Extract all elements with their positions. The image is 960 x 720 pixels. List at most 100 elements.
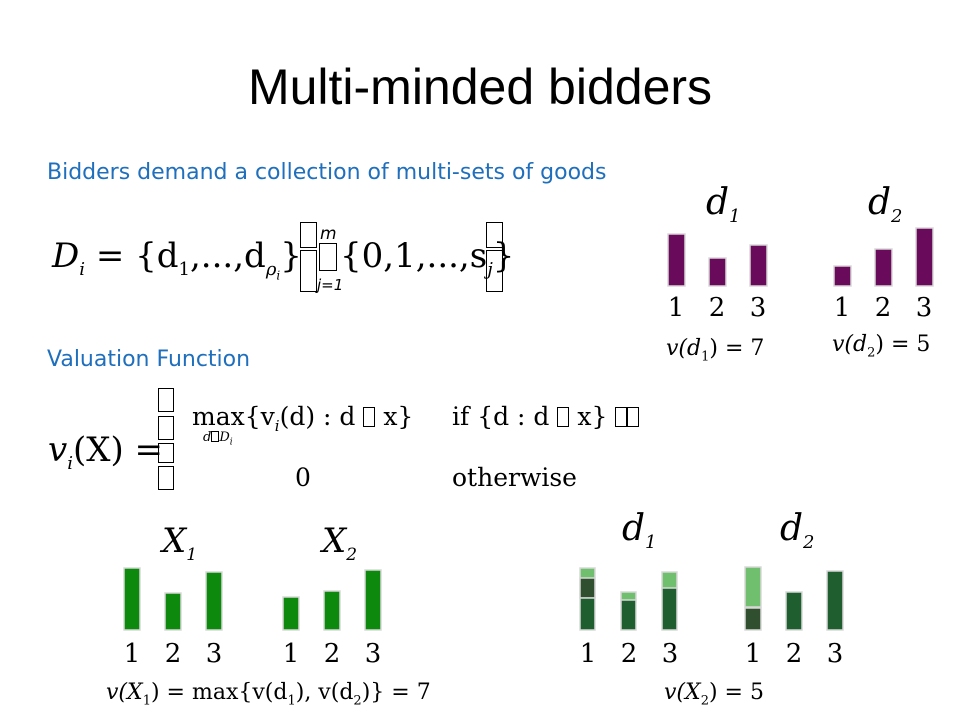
purple-label-d2: d2 bbox=[868, 182, 903, 227]
formula-under-D: D bbox=[219, 430, 230, 445]
formula-d-dots: ,...,d bbox=[190, 236, 266, 276]
green-tick-4: 1 bbox=[283, 639, 300, 669]
purple-value-d2: v(d2) = 5 bbox=[832, 332, 930, 360]
missing-glyph-icon bbox=[615, 407, 628, 427]
overlay-value-formula: v(X2) = 5 bbox=[664, 680, 764, 708]
purple-tick-6: 3 bbox=[916, 293, 933, 323]
green-label-x1-sub: 1 bbox=[186, 544, 198, 565]
missing-glyph-icon bbox=[158, 466, 174, 490]
formula-set-sub: j bbox=[487, 258, 493, 280]
overlay-label-d1: d1 bbox=[622, 508, 657, 553]
overlay-tick-2: 2 bbox=[621, 639, 638, 669]
green-label-x2-sub: 2 bbox=[346, 544, 358, 565]
overlay-label-d1-sub: 1 bbox=[645, 532, 657, 554]
bullet-demand: Bidders demand a collection of multi-set… bbox=[47, 160, 607, 185]
green-bar-5 bbox=[323, 590, 341, 631]
purple-label-d2-sub: 2 bbox=[891, 206, 903, 228]
formula-zero: 0 bbox=[295, 463, 311, 492]
overlay-bar-1-dark bbox=[579, 577, 596, 599]
green-bar-6 bbox=[364, 569, 382, 631]
missing-glyph-icon bbox=[158, 416, 174, 440]
green-label-x1: X1 bbox=[162, 521, 197, 565]
formula-max-rest: (d) : d bbox=[279, 402, 356, 431]
formula-set-text: {0,1,...,s bbox=[340, 236, 488, 276]
slide-title: Multi-minded bidders bbox=[247, 59, 713, 115]
formula-max-sub: i bbox=[274, 417, 280, 435]
overlay-value-sub: 2 bbox=[700, 693, 709, 709]
green-value-tail: )} = 7 bbox=[361, 680, 431, 705]
overlay-tick-5: 2 bbox=[786, 639, 803, 669]
purple-value-d1-tail: ) = 7 bbox=[709, 336, 765, 361]
overlay-bar-5-base bbox=[785, 591, 803, 631]
green-tick-6: 3 bbox=[365, 639, 382, 669]
purple-tick-2: 2 bbox=[709, 293, 726, 323]
overlay-value-lhs: v(X bbox=[664, 680, 701, 705]
purple-value-d1: v(d1) = 7 bbox=[666, 336, 764, 364]
overlay-bar-4-top bbox=[744, 566, 762, 608]
green-value-mid: ) = max{v(d bbox=[150, 680, 288, 705]
overlay-label-d1-text: d bbox=[622, 508, 646, 549]
purple-label-d1-sub: 1 bbox=[729, 206, 741, 228]
purple-value-d2-sub: 2 bbox=[867, 345, 876, 361]
product-sup: m bbox=[320, 224, 337, 244]
purple-label-d1: d1 bbox=[706, 182, 741, 227]
overlay-value-tail: ) = 5 bbox=[708, 680, 764, 705]
purple-value-d1-sub: 1 bbox=[701, 349, 710, 365]
overlay-bar-6-base bbox=[826, 570, 844, 631]
formula-v-lhs-sub: i bbox=[67, 452, 73, 474]
green-label-x2-text: X bbox=[322, 521, 347, 561]
missing-glyph-icon bbox=[300, 250, 317, 292]
formula-valuation-if: if {d : d x} bbox=[452, 402, 640, 431]
overlay-bar-1-base bbox=[579, 597, 596, 631]
green-value-d2: 2 bbox=[353, 693, 362, 709]
formula-max-end: x} bbox=[383, 402, 414, 431]
missing-glyph-icon bbox=[158, 443, 174, 463]
purple-bar-1 bbox=[667, 233, 686, 287]
overlay-label-d2: d2 bbox=[780, 508, 815, 553]
missing-glyph-icon bbox=[486, 250, 503, 292]
formula-set-0-s: {0,1,...,sj} bbox=[340, 236, 514, 280]
missing-glyph-icon bbox=[557, 407, 570, 427]
green-label-x2: X2 bbox=[322, 521, 357, 565]
formula-if-end: x} bbox=[577, 402, 608, 431]
formula-valuation-lhs: vi(X) = bbox=[48, 430, 163, 474]
overlay-tick-3: 3 bbox=[662, 639, 679, 669]
overlay-bar-2-base bbox=[620, 599, 637, 631]
green-tick-5: 2 bbox=[324, 639, 341, 669]
overlay-tick-6: 3 bbox=[827, 639, 844, 669]
formula-d-rho: ρ bbox=[265, 258, 277, 280]
green-value-lhs: v(X bbox=[106, 680, 143, 705]
purple-bar-3 bbox=[749, 244, 768, 287]
green-value-sub: 1 bbox=[142, 693, 151, 709]
purple-label-d1-text: d bbox=[706, 182, 730, 223]
green-value-d1: 1 bbox=[287, 693, 296, 709]
green-tick-2: 2 bbox=[165, 639, 182, 669]
missing-glyph-icon bbox=[211, 431, 220, 442]
missing-glyph-icon bbox=[318, 243, 337, 271]
green-bar-4 bbox=[282, 596, 300, 631]
formula-max-text: max{v bbox=[192, 402, 275, 431]
purple-bar-6 bbox=[915, 227, 934, 287]
overlay-label-d2-text: d bbox=[780, 508, 804, 549]
purple-tick-3: 3 bbox=[750, 293, 767, 323]
overlay-bar-3-base bbox=[661, 587, 678, 631]
formula-d-rho-sub: i bbox=[276, 268, 281, 283]
formula-v-arg: (X) = bbox=[72, 430, 164, 470]
green-tick-1: 1 bbox=[124, 639, 141, 669]
formula-under-d: d bbox=[203, 430, 212, 445]
green-bar-2 bbox=[164, 592, 182, 631]
formula-d-lhs-sub: i bbox=[79, 258, 86, 280]
missing-glyph-icon bbox=[486, 222, 503, 248]
green-value-mid2: ), v(d bbox=[295, 680, 354, 705]
formula-if-text: if {d : d bbox=[452, 402, 550, 431]
purple-bar-4 bbox=[833, 265, 852, 287]
green-value-formula: v(X1) = max{v(d1), v(d2)} = 7 bbox=[106, 680, 431, 708]
purple-bar-5 bbox=[874, 248, 893, 287]
overlay-label-d2-sub: 2 bbox=[803, 532, 815, 554]
overlay-tick-1: 1 bbox=[580, 639, 597, 669]
missing-glyph-icon bbox=[627, 407, 640, 427]
